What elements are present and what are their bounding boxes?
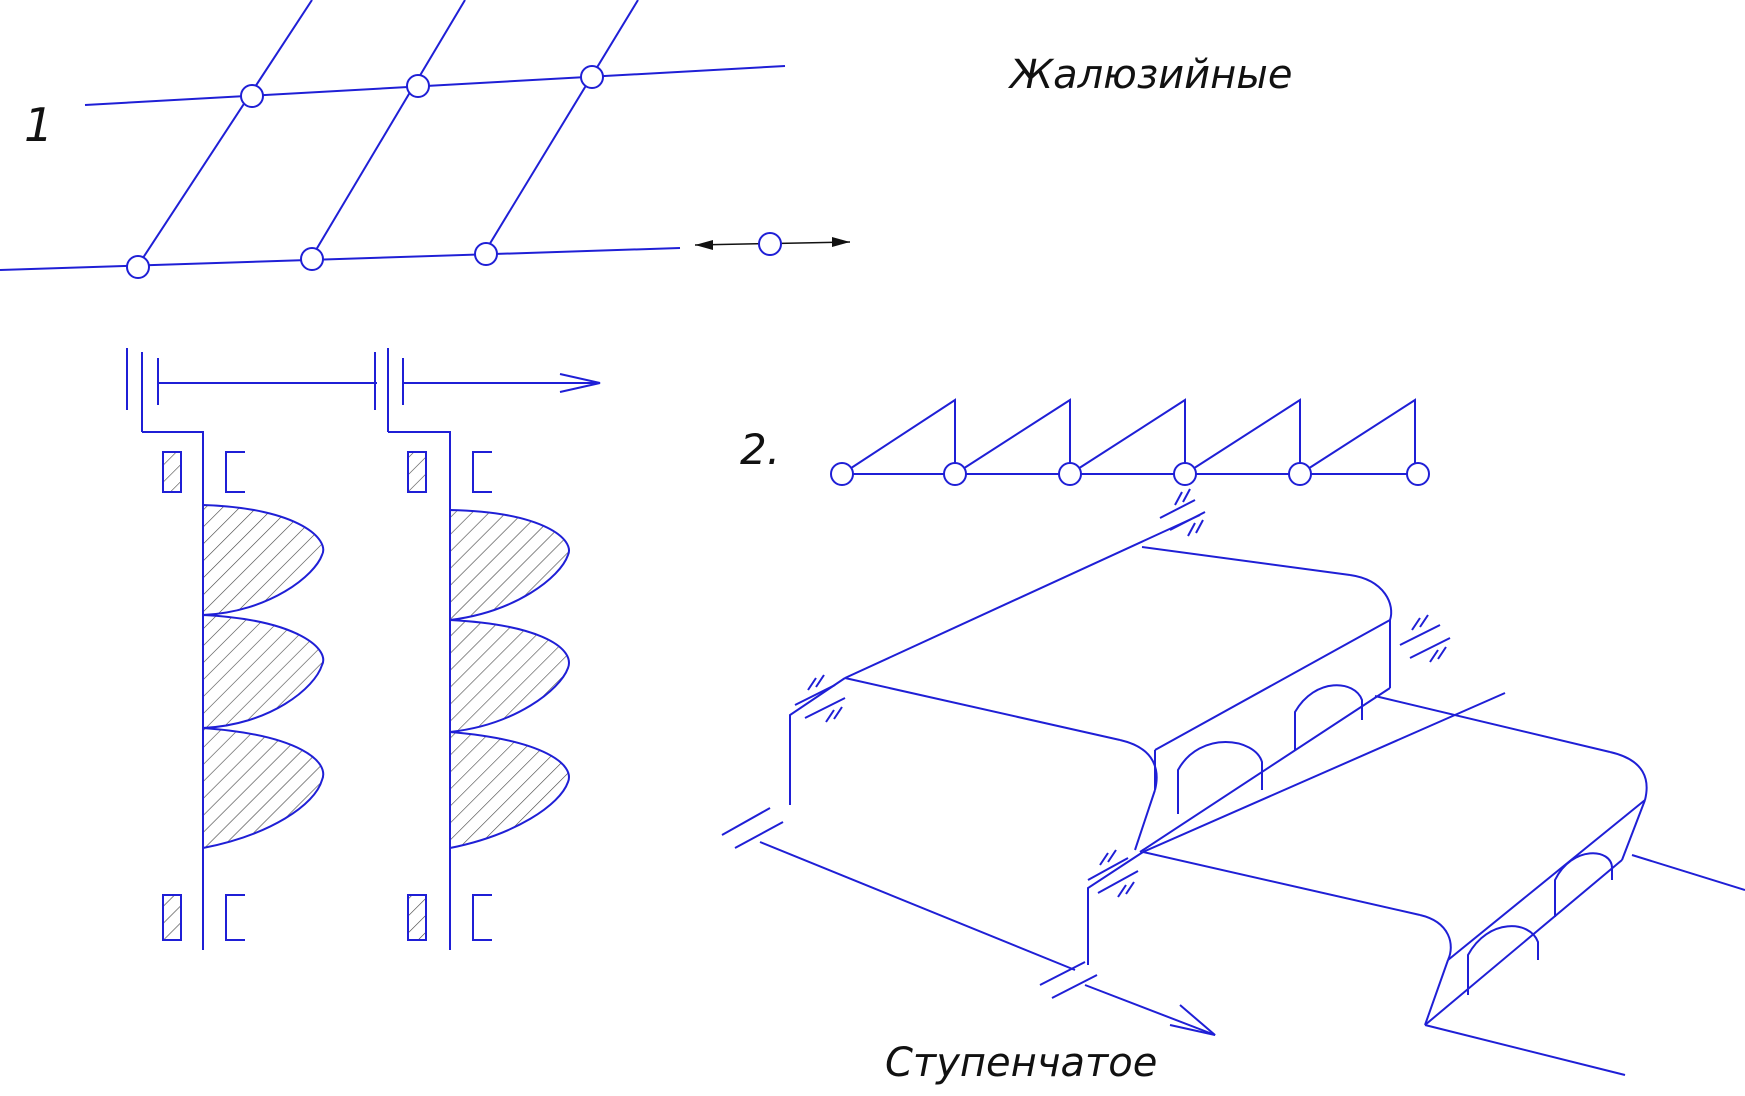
figure-1-number: 1	[24, 98, 54, 152]
pivot-joint	[1058, 462, 1082, 486]
arrow-left-icon	[695, 240, 713, 250]
support-marks	[721, 488, 1451, 999]
pivot-joint	[830, 462, 854, 486]
upper-rail	[84, 65, 786, 106]
screw-drum-right	[449, 432, 570, 950]
hinge-joint	[406, 74, 430, 98]
motion-indicator	[694, 232, 851, 256]
hinge-joint	[300, 247, 324, 271]
hinge-joint	[240, 84, 264, 108]
figure-2-number: 2.	[740, 425, 781, 474]
hinge-joint	[126, 255, 150, 279]
screw-drum-left	[202, 432, 325, 950]
slat-link-1	[136, 0, 313, 268]
bearing-supports	[162, 451, 492, 941]
pivot-joint	[1406, 462, 1430, 486]
figure-2-title: Ступенчатое	[885, 1040, 1158, 1086]
bearing-icon	[162, 451, 182, 493]
pivot-joint	[1173, 462, 1197, 486]
louvre-linkage-diagram	[0, 0, 786, 279]
slat-link-3	[482, 0, 639, 256]
bearing-icon	[407, 894, 427, 941]
figure-1-title: Жалюзийные	[1010, 52, 1293, 98]
bearing-icon	[407, 451, 427, 493]
hinge-joint	[474, 242, 498, 266]
bearing-icon	[162, 894, 182, 941]
feed-arrow-icon	[1169, 1004, 1216, 1036]
slat-link-2	[309, 0, 466, 261]
slider-joint	[758, 232, 782, 256]
step-grate-3d-view	[759, 514, 1745, 1076]
arrow-right-icon	[832, 237, 850, 247]
drive-arrow-icon	[559, 373, 601, 393]
pivot-joint	[943, 462, 967, 486]
lower-rail	[0, 247, 681, 271]
step-grate-schematic	[830, 398, 1430, 486]
pivot-joint	[1288, 462, 1312, 486]
hinge-joint	[580, 65, 604, 89]
